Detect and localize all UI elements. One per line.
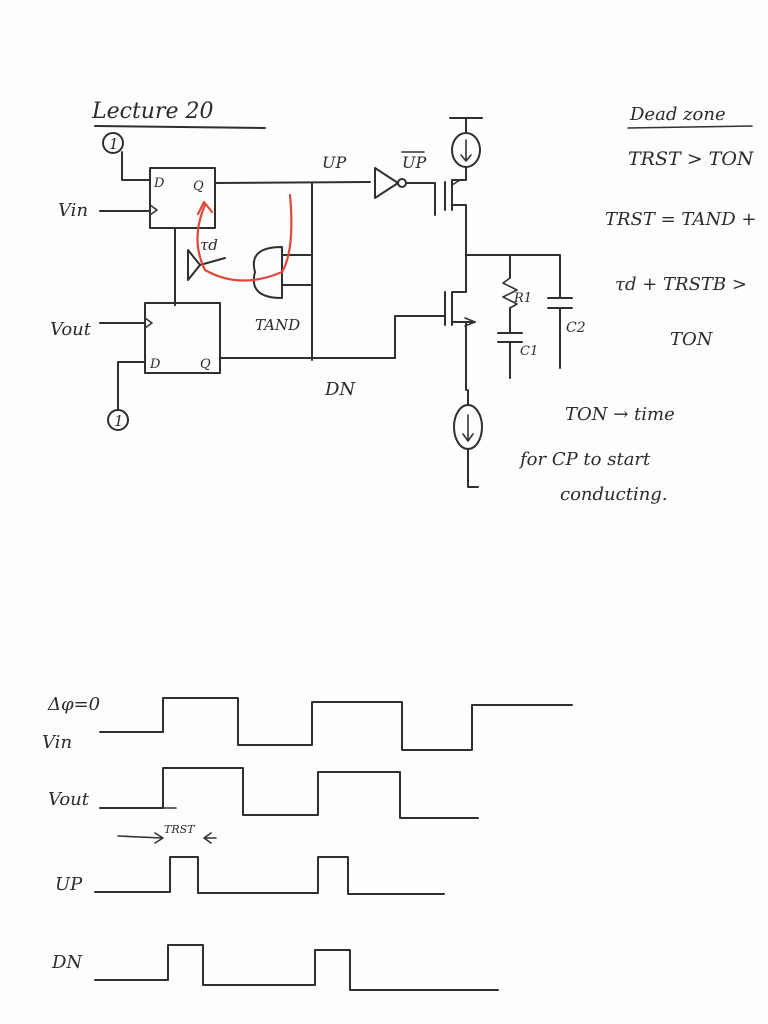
note-line-7: conducting.: [560, 484, 668, 505]
dead-zone-underline: [627, 125, 753, 129]
dn-node-label: DN: [324, 379, 356, 400]
note-line-4: TON: [670, 329, 714, 350]
logic-one-top: 1: [109, 135, 119, 153]
wire-current-source-bottom: [467, 389, 479, 488]
vout-label: Vout: [50, 319, 92, 340]
wire-upbar: [405, 182, 436, 216]
waveform-up: [94, 856, 445, 895]
ff-bottom-clock-mark: [144, 317, 153, 329]
trst-arrow-right: [203, 832, 217, 844]
waveform-vin: [99, 697, 573, 751]
current-source-bottom-arrow: [462, 414, 474, 442]
wire-dn-to-nmos: [394, 315, 446, 359]
trst-label: TRST: [164, 823, 196, 836]
vin-label: Vin: [58, 200, 88, 221]
c1-label: C1: [520, 344, 538, 359]
ff-top-clock-mark: [149, 204, 158, 216]
logic-one-bottom-circle: [107, 409, 129, 431]
resistor-r1: [502, 277, 518, 309]
capacitor-c1: [497, 307, 523, 379]
note-line-3: τd + TRSTB >: [615, 274, 747, 295]
note-line-2: TRST = TAND +: [605, 209, 756, 230]
flip-flop-bottom: [144, 302, 221, 374]
title-underline: [94, 125, 266, 129]
waveform-vout: [99, 767, 479, 819]
wire-one-to-d: [121, 151, 151, 181]
r1-label: R1: [513, 291, 532, 306]
pmos-switch: [444, 166, 467, 256]
note-line-5: TON → time: [565, 404, 675, 425]
note-line-1: TRST > TON: [628, 148, 755, 170]
c2-label: C2: [566, 320, 586, 336]
upbar-label: UP: [402, 153, 426, 172]
wire-delay-and: [199, 257, 226, 266]
wire-q-top: [214, 181, 371, 184]
lecture-title: Lecture 20: [91, 99, 213, 124]
logic-one-bottom: 1: [114, 412, 124, 430]
timing-phase-label: Δφ=0: [47, 694, 100, 715]
timing-dn-label: DN: [51, 952, 83, 973]
td-label: τd: [200, 236, 218, 254]
up-node-label: UP: [322, 153, 346, 172]
ff-top-q-label: Q: [193, 179, 204, 194]
tand-label: TAND: [255, 316, 300, 334]
wire-one-bottom: [117, 361, 146, 411]
inverter: [374, 167, 399, 199]
timing-vout-label: Vout: [48, 789, 90, 810]
waveform-dn: [94, 944, 499, 991]
delay-buffer: [187, 249, 201, 281]
timing-up-label: UP: [55, 874, 83, 895]
current-source-top-arrow: [460, 139, 472, 162]
flip-flop-top: [149, 167, 216, 229]
capacitor-c2: [547, 297, 573, 369]
ff-bottom-d-label: D: [149, 357, 161, 372]
nmos-switch: [444, 254, 476, 391]
dead-zone-title: Dead zone: [629, 104, 726, 125]
timing-vin-label: Vin: [42, 732, 72, 753]
inverter-bubble: [397, 178, 407, 188]
wire-output-node: [465, 254, 561, 299]
ff-bottom-q-label: Q: [200, 357, 211, 372]
and-gate: [252, 246, 283, 299]
reset-path-highlight: [196, 193, 293, 282]
logic-one-top-circle: [102, 132, 124, 154]
ff-top-d-label: D: [153, 176, 165, 191]
trst-arrow-left: [117, 832, 164, 844]
note-line-6: for CP to start: [518, 449, 651, 470]
